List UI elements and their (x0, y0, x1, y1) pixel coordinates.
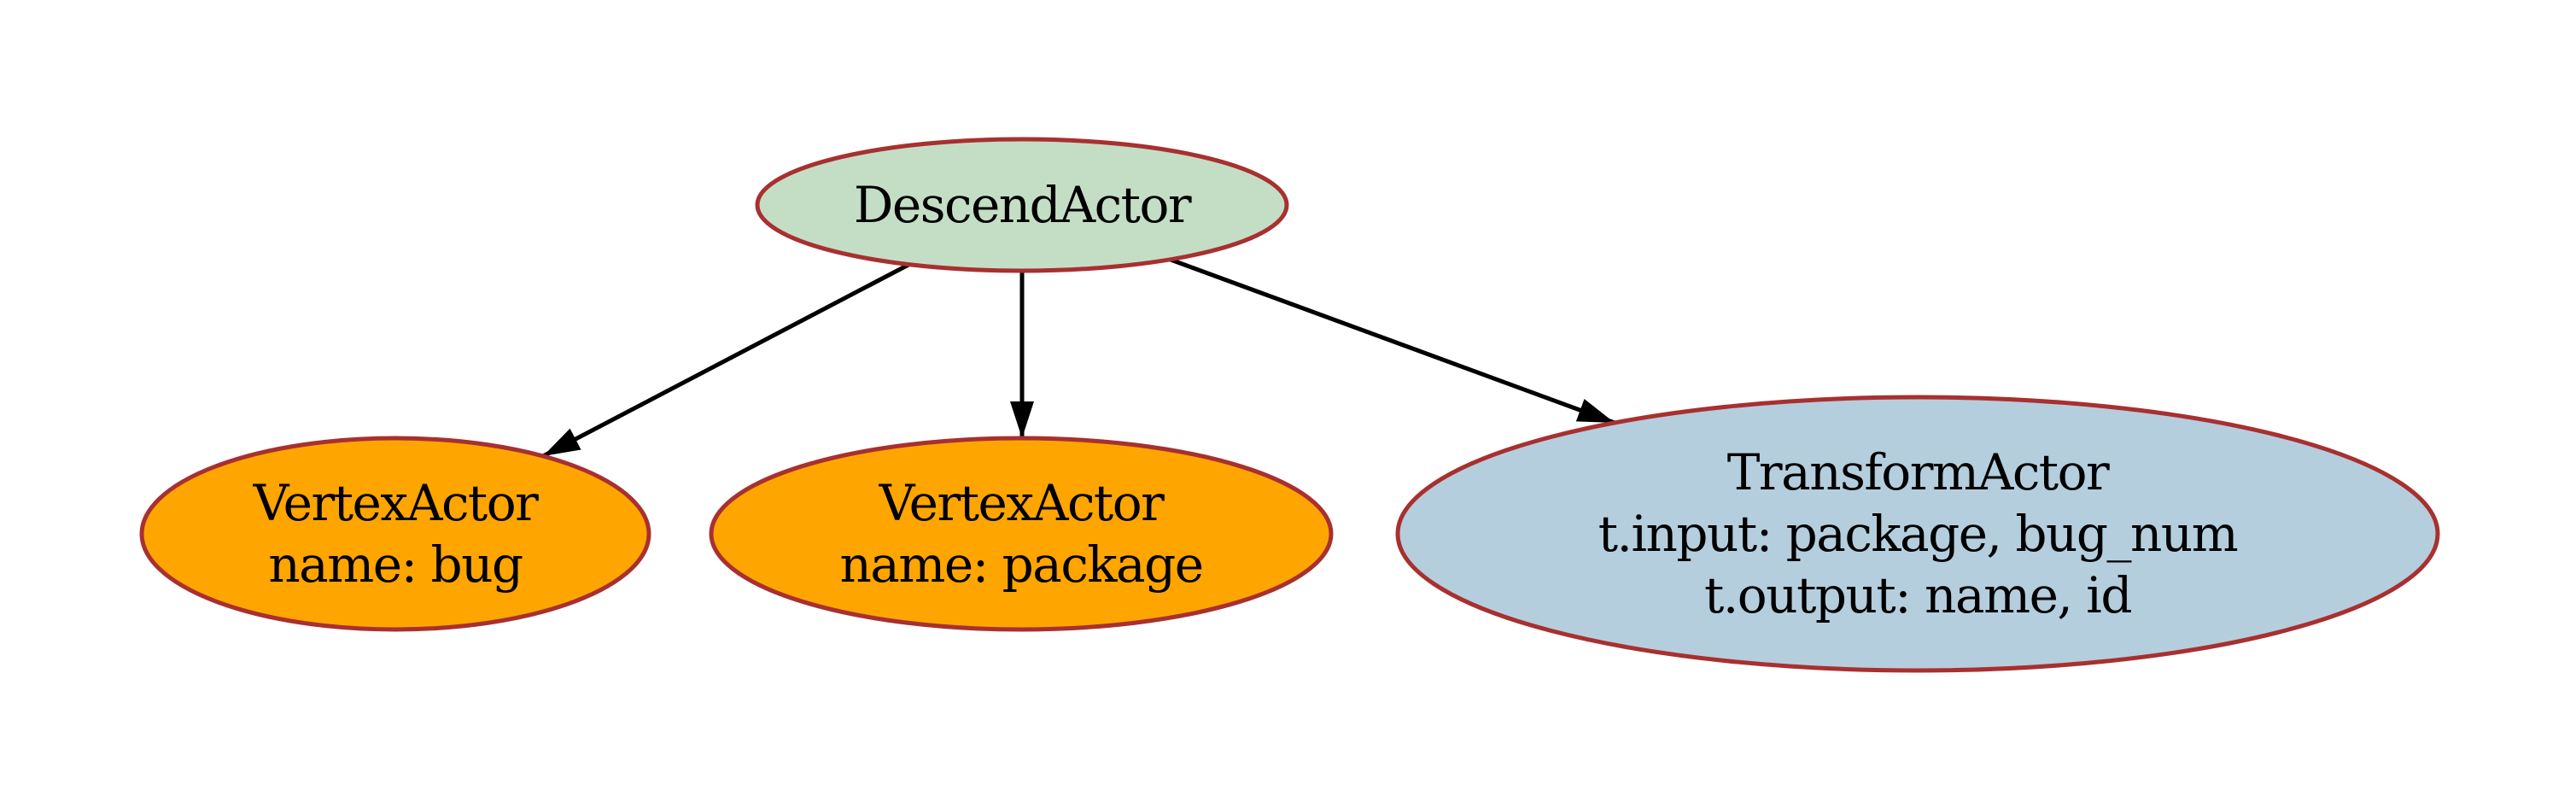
edge-group (541, 257, 1615, 459)
descend-actor-ellipse (755, 137, 1289, 273)
vertex-actor-bug-title: VertexActor (253, 474, 540, 532)
vertex-actor-bug-name: name: bug (268, 536, 523, 594)
descend-actor-label: DescendActor (854, 176, 1192, 234)
node-vertex-actor-package: VertexActor name: package (709, 436, 1334, 632)
transform-actor-input: t.input: package, bug_num (1598, 505, 2238, 563)
transform-actor-title: TransformActor (1727, 443, 2110, 501)
node-transform-actor: TransformActor t.input: package, bug_num… (1395, 395, 2440, 673)
node-descend-actor: DescendActor (755, 137, 1289, 273)
edge-descend-to-transform (1170, 257, 1615, 425)
vertex-actor-package-title: VertexActor (879, 474, 1165, 532)
vertex-actor-package-ellipse (709, 436, 1334, 632)
transform-actor-ellipse (1395, 395, 2440, 673)
edge-descend-to-vertex-bug (541, 262, 910, 459)
node-vertex-actor-bug: VertexActor name: bug (139, 436, 651, 632)
transform-actor-output: t.output: name, id (1704, 566, 2131, 624)
vertex-actor-package-name: name: package (839, 536, 1202, 594)
vertex-actor-bug-ellipse (139, 436, 651, 632)
